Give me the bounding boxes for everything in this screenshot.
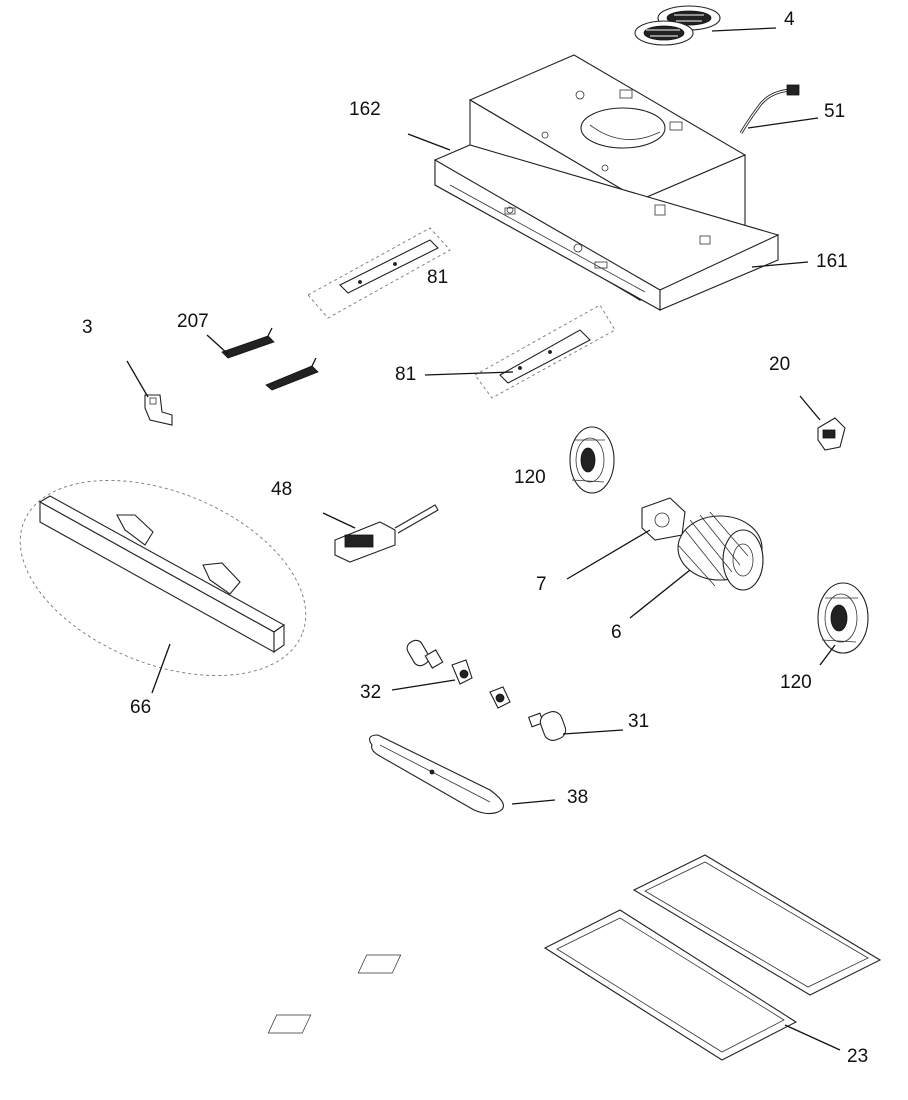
part-51-cable bbox=[739, 84, 800, 134]
part-38-gasket bbox=[369, 734, 504, 815]
label-part-38: 38 bbox=[567, 787, 589, 808]
part-120-housing-upper bbox=[569, 426, 615, 494]
part-3-bracket bbox=[144, 394, 173, 426]
label-part-4: 4 bbox=[784, 9, 795, 30]
label-part-207: 207 bbox=[177, 311, 209, 332]
part-31-lamp bbox=[527, 711, 567, 741]
label-part-3: 3 bbox=[82, 317, 93, 338]
part-81-rail-lower bbox=[474, 304, 616, 399]
part-20-switch bbox=[817, 417, 846, 451]
part-162-hood-body bbox=[434, 54, 780, 311]
label-part-48: 48 bbox=[271, 479, 293, 500]
part-120-housing-lower bbox=[817, 582, 869, 654]
part-48-terminal bbox=[334, 504, 439, 563]
label-part-120-upper: 120 bbox=[514, 467, 546, 488]
part-23-filters bbox=[267, 854, 882, 1061]
part-207-clamps bbox=[221, 327, 319, 391]
label-part-31: 31 bbox=[628, 711, 650, 732]
part-4-covers bbox=[634, 5, 721, 46]
label-part-162: 162 bbox=[349, 99, 381, 120]
label-part-7: 7 bbox=[536, 574, 547, 595]
label-part-66: 66 bbox=[130, 697, 152, 718]
label-part-23: 23 bbox=[847, 1046, 869, 1067]
label-part-161: 161 bbox=[816, 251, 848, 272]
label-part-6: 6 bbox=[611, 622, 622, 643]
part-81-rail-upper bbox=[307, 227, 451, 319]
label-part-81-lower: 81 bbox=[395, 364, 417, 385]
label-part-81-upper: 81 bbox=[427, 267, 449, 288]
label-part-32: 32 bbox=[360, 682, 382, 703]
leader-lines bbox=[126, 27, 841, 1051]
part-6-blower-wheel bbox=[677, 511, 764, 591]
label-part-120-lower: 120 bbox=[780, 672, 812, 693]
part-66-trim-bar bbox=[19, 480, 307, 676]
part-7-motor bbox=[641, 497, 686, 541]
label-part-51: 51 bbox=[824, 101, 846, 122]
part-32-lamp-holders bbox=[406, 639, 511, 709]
label-part-20: 20 bbox=[769, 354, 791, 375]
